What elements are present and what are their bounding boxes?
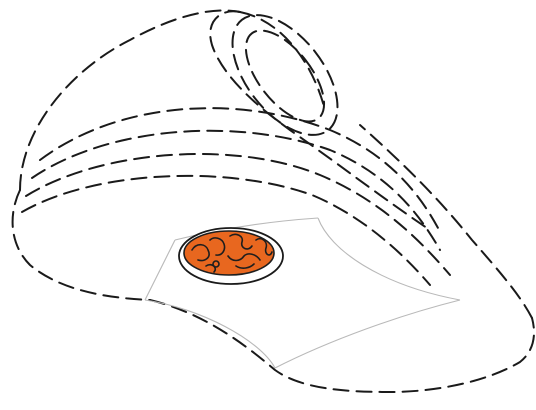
tissue-fill — [184, 231, 274, 275]
surface-lower-right-edge — [275, 300, 460, 368]
tissue-sample — [179, 228, 283, 284]
surface-bottom-edge — [145, 300, 275, 368]
outer-shell — [13, 10, 534, 392]
shell-tube-upper — [210, 11, 430, 230]
shell-tube-lower — [240, 12, 325, 110]
surface-left-edge — [145, 240, 175, 300]
shell-bottom-edge — [150, 300, 534, 392]
surface-right-edge — [318, 218, 460, 300]
band-1 — [40, 108, 438, 228]
shell-right-edge — [360, 125, 532, 318]
shell-top-edge — [20, 10, 240, 190]
